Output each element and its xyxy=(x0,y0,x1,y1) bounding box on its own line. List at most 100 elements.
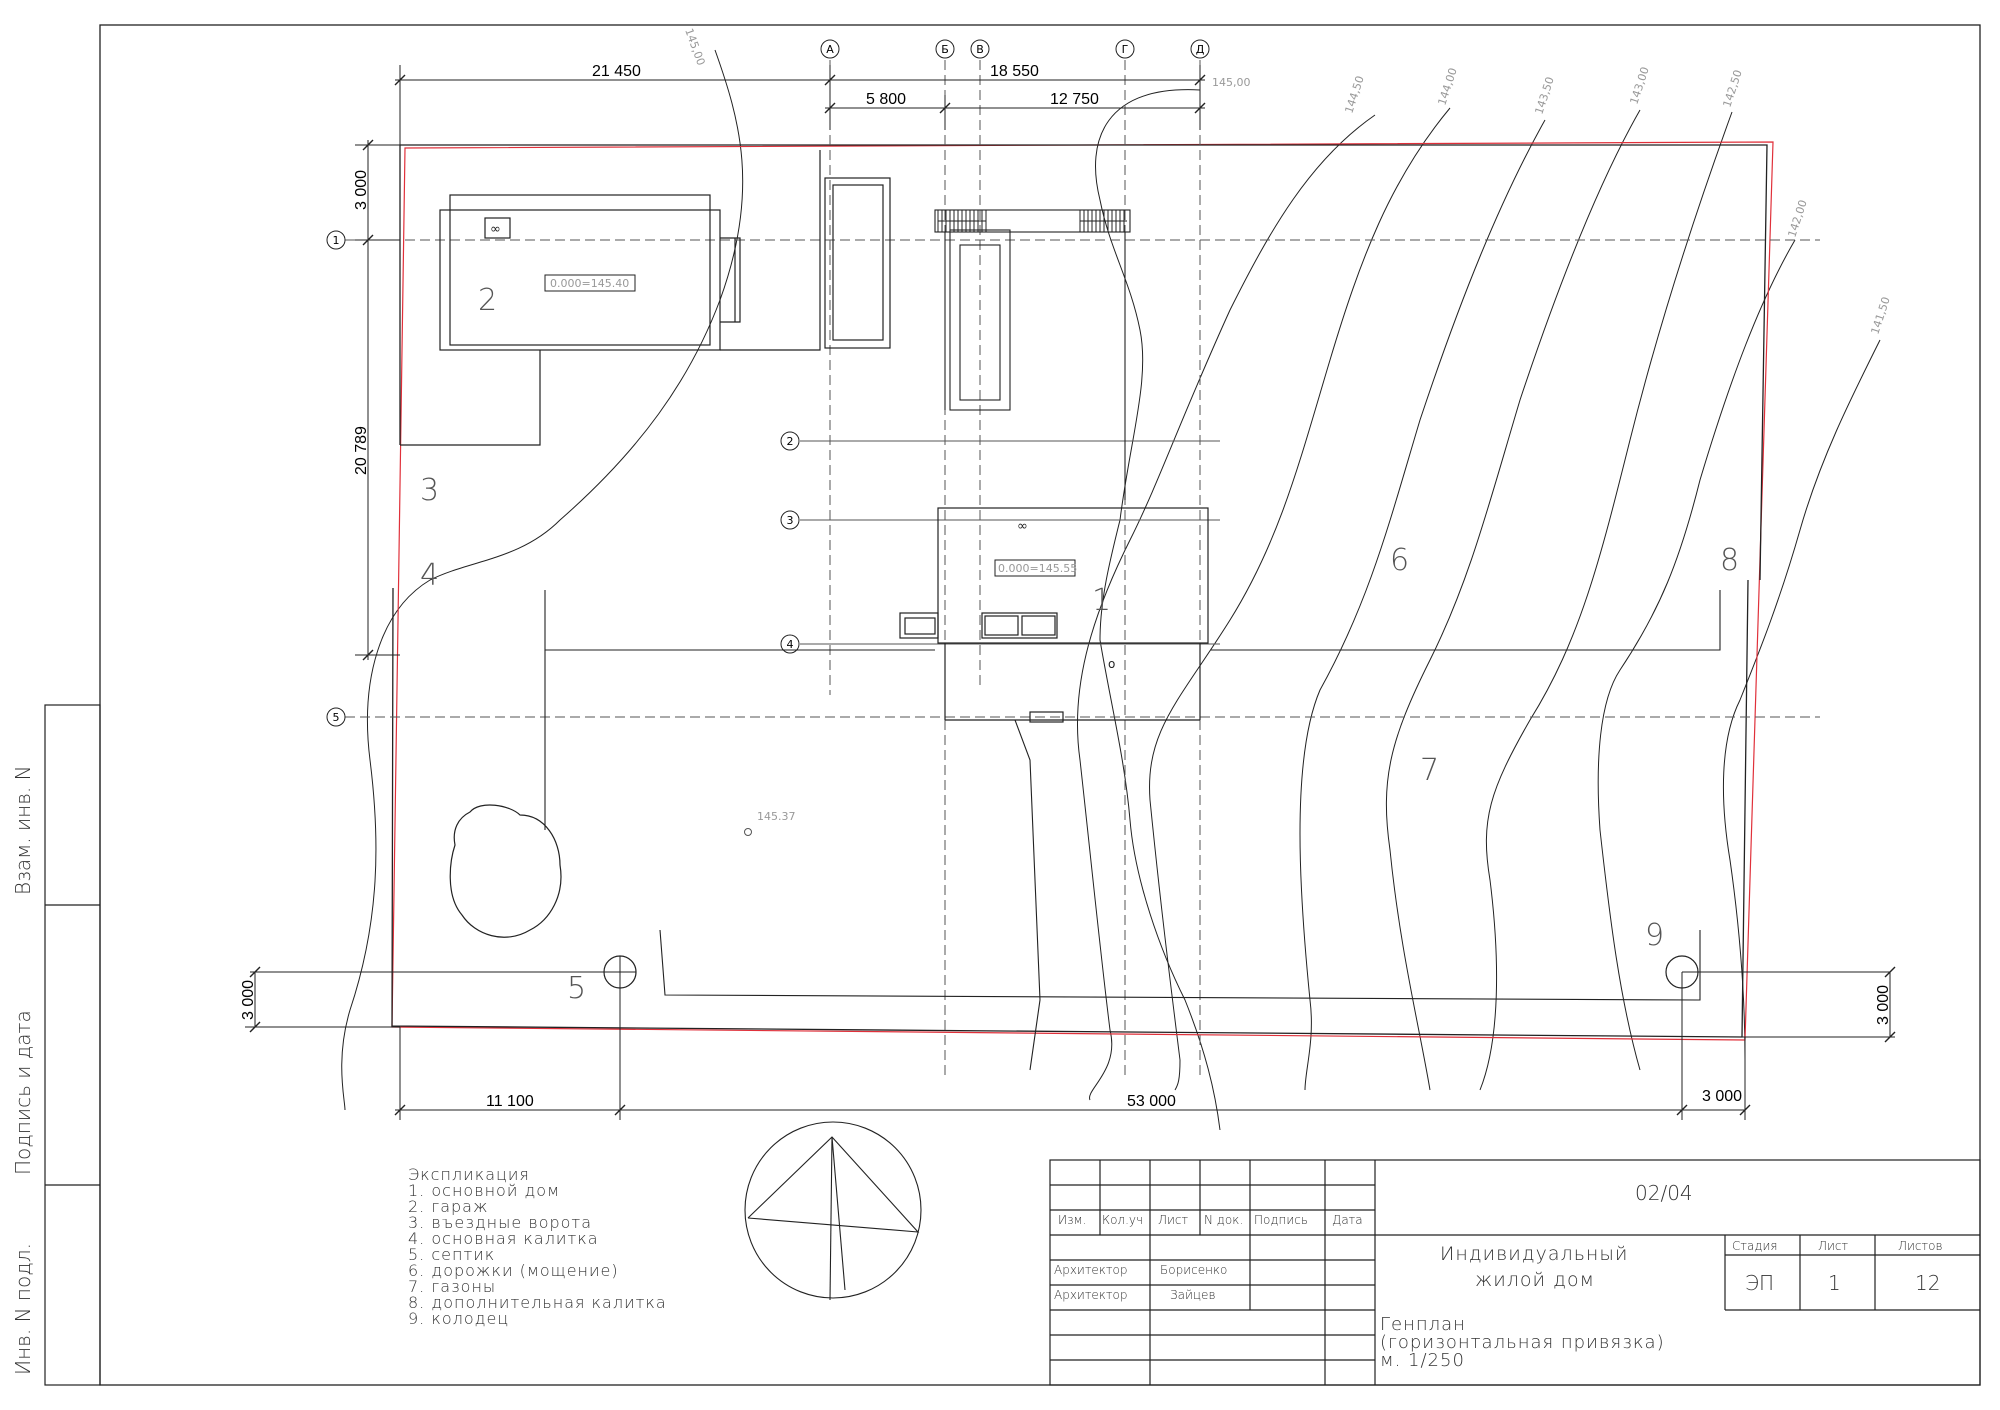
legend-item: 2. гараж xyxy=(408,1197,489,1216)
legend-item: 6. дорожки (мощение) xyxy=(408,1261,619,1280)
garage-symbol: ∞ xyxy=(490,222,501,237)
axis-bubbles-letters xyxy=(820,39,1210,59)
dim-11100: 11 100 xyxy=(486,1093,534,1110)
tb-sheets-label: Листов xyxy=(1898,1239,1942,1253)
axis-bubbles-numbers xyxy=(326,230,800,727)
zone-number-4: 4 xyxy=(420,558,439,593)
legend-item: 7. газоны xyxy=(408,1277,496,1296)
axis-label-v: В xyxy=(976,43,984,56)
side-stamp-vzam: Взам. инв. N xyxy=(11,765,35,895)
dim-18550: 18 550 xyxy=(990,63,1039,80)
legend-item: 3. въездные ворота xyxy=(408,1213,592,1232)
contour-142-50 xyxy=(1479,111,1733,1091)
tb-header-podpis: Подпись xyxy=(1254,1213,1308,1227)
tb-stage-label: Стадия xyxy=(1732,1239,1777,1253)
zone-number-3: 3 xyxy=(420,473,439,508)
tb-sheet: 1 xyxy=(1828,1271,1841,1295)
tb-header-ndok: N док. xyxy=(1204,1213,1243,1227)
zone-number-1: 1 xyxy=(1092,583,1111,618)
contour-label: 142,00 xyxy=(1785,198,1809,239)
garage-level-box xyxy=(544,274,636,292)
dimension-lines xyxy=(245,65,1895,1120)
legend-item: 5. септик xyxy=(408,1245,495,1264)
zone-number-2: 2 xyxy=(478,283,497,318)
tb-name-2: Зайцев xyxy=(1170,1288,1215,1302)
contour-label: 144,00 xyxy=(1435,66,1459,107)
house-level-mark: 0.000=145.55 xyxy=(998,562,1077,575)
axis-label-2: 2 xyxy=(787,435,794,448)
axis-label-5: 5 xyxy=(333,711,340,724)
contour-142-00 xyxy=(1597,239,1796,1071)
tb-sheet-label: Лист xyxy=(1818,1239,1849,1253)
zone-number-9: 9 xyxy=(1645,918,1664,953)
side-stamp-inv: Инв. N подл. xyxy=(11,1243,35,1375)
contour-label: 142,50 xyxy=(1720,68,1744,109)
axis-lines xyxy=(345,60,1820,1080)
zone-number-8: 8 xyxy=(1720,543,1739,578)
axis-label-4: 4 xyxy=(787,638,794,651)
north-arrow xyxy=(744,1121,922,1301)
walkways xyxy=(544,590,1721,1071)
dim-53000: 53 000 xyxy=(1127,1093,1176,1110)
zone-number-6: 6 xyxy=(1390,543,1409,578)
axis-label-g: Г xyxy=(1122,43,1129,56)
tb-header-kolvo: Кол.уч xyxy=(1102,1213,1143,1227)
axis-label-3: 3 xyxy=(787,514,794,527)
legend-title: Экспликация xyxy=(408,1165,530,1184)
tb-project-line-2: жилой дом xyxy=(1475,1269,1595,1291)
contour-label: 143,50 xyxy=(1532,75,1556,116)
legend: Экспликация 1. основной дом 2. гараж 3. … xyxy=(408,1165,667,1328)
house-level-box xyxy=(994,559,1076,577)
contour-145-right xyxy=(1095,89,1221,1131)
contour-143-00 xyxy=(1385,109,1641,1091)
axis-label-b: Б xyxy=(941,43,949,56)
drawing-frame xyxy=(99,24,1981,1386)
tb-role-2: Архитектор xyxy=(1054,1288,1127,1302)
house-symbol: ∞ xyxy=(1017,519,1028,534)
upper-structure xyxy=(934,209,1131,500)
dim-3000-top: 3 000 xyxy=(353,170,370,210)
zone-number-7: 7 xyxy=(1420,753,1439,788)
dim-12750: 12 750 xyxy=(1050,91,1099,108)
tb-stage: ЭП xyxy=(1745,1271,1774,1295)
contour-label: 145,00 xyxy=(682,27,707,68)
dim-3000-right: 3 000 xyxy=(1875,985,1892,1025)
tb-drawing-title-1: Генплан xyxy=(1380,1314,1466,1335)
main-house xyxy=(899,507,1209,723)
contour-label: 141,50 xyxy=(1868,295,1892,336)
zone-number-5: 5 xyxy=(567,971,586,1006)
spot-elevation-label: 145.37 xyxy=(757,810,796,823)
stair-treads xyxy=(937,210,1127,232)
dim-20789: 20 789 xyxy=(353,426,370,475)
legend-item: 4. основная калитка xyxy=(408,1229,599,1248)
dim-3000-left: 3 000 xyxy=(240,980,257,1020)
garage xyxy=(400,150,821,446)
contour-label: 143,00 xyxy=(1627,65,1651,106)
small-circle-mark: о xyxy=(1108,657,1115,671)
contour-145-left xyxy=(341,49,744,1111)
contour-144-00 xyxy=(1149,107,1451,1091)
title-block xyxy=(1049,1159,1981,1386)
axis-label-1: 1 xyxy=(333,234,340,247)
garage-level-mark: 0.000=145.40 xyxy=(550,277,629,290)
dimension-ticks xyxy=(249,74,1896,1116)
dim-5800: 5 800 xyxy=(866,91,906,108)
legend-item: 8. дополнительная калитка xyxy=(408,1293,667,1312)
side-stamp xyxy=(44,704,101,1386)
zone-numbers: 1 2 3 4 5 6 7 8 9 xyxy=(420,283,1739,1006)
side-stamp-podpis: Подпись и дата xyxy=(11,1010,35,1175)
contour-141-50 xyxy=(1722,339,1881,1061)
legend-item: 1. основной дом xyxy=(408,1181,560,1200)
contour-143-50 xyxy=(1299,119,1546,1091)
tb-header-list: Лист xyxy=(1158,1213,1189,1227)
axis-label-a: А xyxy=(826,43,834,56)
axis-label-d: Д xyxy=(1196,43,1205,56)
tb-drawing-title-3: м. 1/250 xyxy=(1380,1350,1465,1371)
fence xyxy=(391,144,1768,1038)
contour-lines xyxy=(341,49,1881,1131)
tb-header-izm: Изм. xyxy=(1058,1213,1086,1227)
dim-21450: 21 450 xyxy=(592,63,641,80)
contour-labels: 145,00 145,00 144,50 144,00 143,50 143,0… xyxy=(682,27,1893,336)
tb-project-line-1: Индивидуальный xyxy=(1440,1243,1628,1265)
